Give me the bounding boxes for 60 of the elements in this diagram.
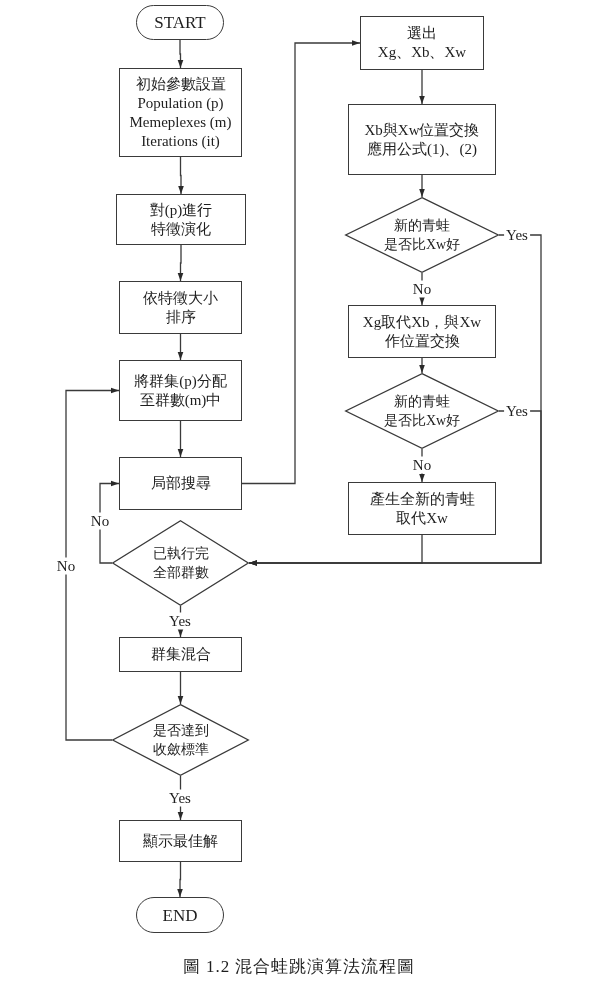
edge-label: No bbox=[54, 557, 78, 575]
process-box bbox=[119, 820, 242, 862]
arrow bbox=[177, 671, 184, 705]
box-text: 群集混合 bbox=[150, 645, 211, 664]
terminator-box bbox=[136, 897, 224, 933]
terminator-text: END bbox=[162, 905, 198, 925]
process-box bbox=[119, 457, 242, 510]
box-text: 選出Xg、Xb、Xw bbox=[377, 24, 467, 62]
decision-text: 新的青蛙是否比Xw好 bbox=[383, 393, 461, 430]
process-box bbox=[360, 16, 484, 70]
edge-label: Yes bbox=[167, 612, 193, 630]
arrow bbox=[178, 156, 184, 195]
box-text: 對(p)進行特徵演化 bbox=[149, 200, 213, 239]
box-text: Memeplexes (m) bbox=[129, 112, 232, 132]
arrow bbox=[177, 420, 184, 458]
box-text: 初始參數設置 bbox=[135, 74, 226, 94]
arrow bbox=[177, 861, 183, 898]
box-text: 局部搜尋 bbox=[150, 474, 211, 493]
arrow bbox=[419, 174, 425, 198]
box-text: Xb與Xw位置交換應用公式(1)、(2) bbox=[364, 120, 480, 159]
terminator-box bbox=[136, 5, 224, 40]
arrow bbox=[177, 39, 184, 69]
box-text: Xg取代Xb，與Xw作位置交換 bbox=[362, 312, 482, 351]
box-text: 產生全新的青蛙取代Xw bbox=[369, 489, 475, 528]
decision-text: 已執行完全部群數 bbox=[152, 545, 209, 582]
box-text: 將群集(p)分配至群數(m)中 bbox=[134, 371, 227, 410]
box-text: Population (p) bbox=[137, 93, 224, 113]
decision-diamond bbox=[345, 373, 499, 449]
decision-diamond bbox=[112, 520, 249, 606]
box-text: Iterations (it) bbox=[141, 131, 220, 151]
arrow bbox=[177, 244, 184, 282]
edge-label: Yes bbox=[167, 789, 193, 807]
box-text: 依特徵大小排序 bbox=[143, 288, 218, 327]
arrow bbox=[177, 333, 184, 361]
edge-label: No bbox=[88, 512, 112, 530]
arrow bbox=[99, 480, 120, 564]
process-box bbox=[348, 482, 496, 535]
arrow bbox=[419, 69, 425, 105]
edge-label: No bbox=[410, 280, 434, 298]
arrow bbox=[419, 448, 425, 483]
process-box bbox=[119, 281, 242, 334]
process-box bbox=[116, 194, 246, 245]
arrow bbox=[241, 40, 361, 485]
decision-diamond bbox=[112, 704, 249, 776]
edge-label: No bbox=[410, 456, 434, 474]
process-box bbox=[119, 637, 242, 672]
arrow bbox=[419, 357, 425, 374]
process-box bbox=[348, 305, 496, 358]
figure-caption: 圖 1.2 混合蛙跳演算法流程圖 bbox=[182, 956, 416, 978]
arrow bbox=[65, 387, 120, 741]
process-box bbox=[119, 68, 242, 157]
box-text: 顯示最佳解 bbox=[143, 831, 218, 851]
process-box bbox=[119, 360, 242, 421]
process-box bbox=[348, 104, 496, 175]
arrow bbox=[248, 534, 423, 566]
decision-diamond bbox=[345, 197, 499, 273]
decision-text: 新的青蛙是否比Xw好 bbox=[383, 217, 461, 254]
decision-text: 是否達到收斂標準 bbox=[152, 722, 209, 759]
terminator-text: START bbox=[154, 13, 206, 32]
arrow bbox=[419, 272, 425, 306]
